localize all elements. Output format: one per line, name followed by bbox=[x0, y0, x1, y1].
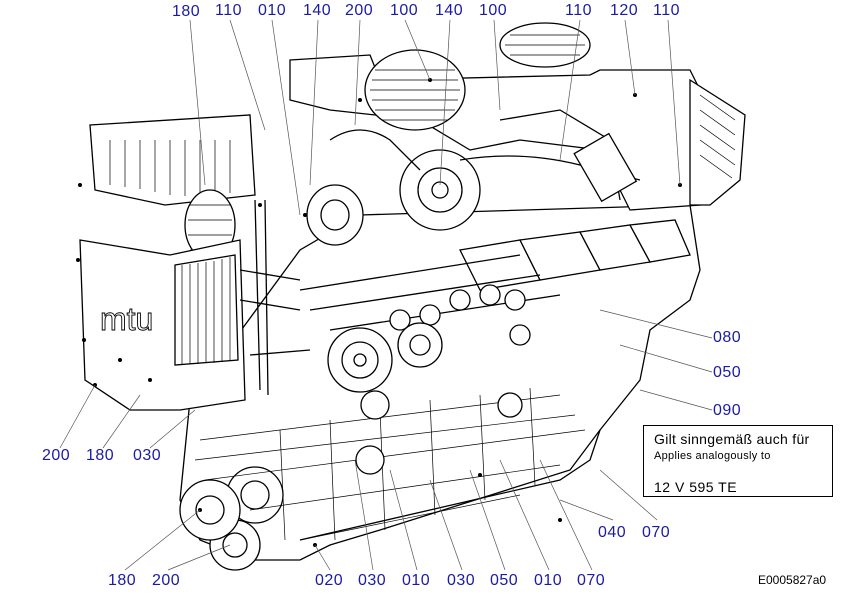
oil-pan bbox=[299, 429, 601, 541]
callout-bottom-030b: 030 bbox=[447, 572, 476, 589]
callout-top-010: 010 bbox=[258, 2, 287, 19]
note-title: Gilt sinngemäß auch für bbox=[654, 431, 810, 447]
heat-exchanger bbox=[174, 254, 239, 366]
callout-right-090: 090 bbox=[713, 402, 742, 419]
callout-top-180: 180 bbox=[172, 3, 201, 20]
valve-springs bbox=[389, 284, 531, 346]
callout-left-180: 180 bbox=[86, 447, 115, 464]
vibration-damper bbox=[327, 327, 393, 393]
callout-bottom-070: 070 bbox=[577, 572, 606, 589]
callout-top-140: 140 bbox=[303, 2, 332, 19]
callout-top-110: 110 bbox=[215, 2, 243, 19]
callout-top-100b: 100 bbox=[479, 2, 508, 19]
turbine-left bbox=[306, 184, 364, 246]
exhaust-pipe bbox=[329, 129, 641, 181]
callout-bottom-050: 050 bbox=[490, 572, 519, 589]
callout-lower-040: 040 bbox=[598, 524, 627, 541]
callout-right-080: 080 bbox=[713, 329, 742, 346]
callout-right-050: 050 bbox=[713, 364, 742, 381]
document-id: E0005827a0 bbox=[758, 573, 827, 587]
leader-lines bbox=[59, 19, 713, 571]
callout-left-200: 200 bbox=[42, 447, 71, 464]
callout-bottom-030: 030 bbox=[358, 572, 387, 589]
applicability-note: Gilt sinngemäß auch für Applies analogou… bbox=[643, 425, 833, 497]
callout-bottom-020: 020 bbox=[315, 572, 344, 589]
callout-top-100: 100 bbox=[390, 2, 419, 19]
callout-top-110c: 110 bbox=[653, 2, 681, 19]
callout-bottom-010b: 010 bbox=[534, 572, 563, 589]
callout-top-140b: 140 bbox=[435, 2, 464, 19]
note-subtitle: Applies analogously to bbox=[654, 450, 771, 462]
control-box bbox=[573, 132, 638, 203]
callout-lower-070: 070 bbox=[642, 524, 671, 541]
mtu-logo: mtu bbox=[100, 301, 153, 337]
intercooler-right bbox=[689, 78, 746, 206]
callout-bottom-200: 200 bbox=[152, 572, 181, 589]
callout-top-110b: 110 bbox=[565, 2, 593, 19]
callout-left-030: 030 bbox=[133, 447, 162, 464]
note-model: 12 V 595 TE bbox=[654, 479, 738, 495]
gear-1 bbox=[397, 322, 443, 368]
air-duct bbox=[289, 54, 701, 211]
callout-top-200: 200 bbox=[345, 2, 374, 19]
aux-pump bbox=[179, 479, 241, 541]
callout-top-120: 120 bbox=[610, 2, 639, 19]
callout-bottom-180: 180 bbox=[108, 572, 137, 589]
callout-bottom-010: 010 bbox=[402, 572, 431, 589]
